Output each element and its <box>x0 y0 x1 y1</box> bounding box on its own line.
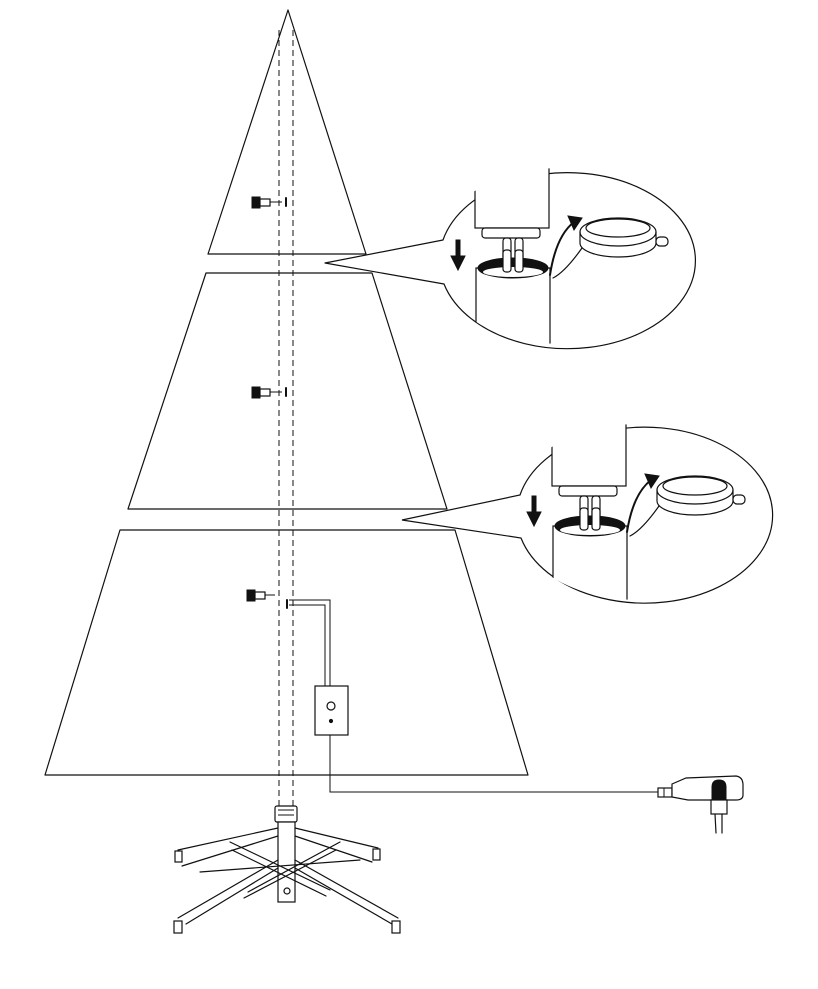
down-arrow-icon <box>526 495 542 528</box>
connector-cap-icon <box>656 475 746 516</box>
light-plug-icon <box>251 386 287 399</box>
tree-top-section <box>207 9 367 255</box>
down-arrow-icon <box>450 239 466 272</box>
light-plug-icon <box>251 196 287 209</box>
light-plug-icon <box>246 589 275 602</box>
controller-box-icon <box>314 685 349 736</box>
upper-connection-detail <box>324 168 696 350</box>
tree-middle-section <box>127 272 448 510</box>
controller-cable <box>289 599 660 793</box>
tree-bottom-section <box>44 529 529 776</box>
power-adapter-icon <box>657 775 744 834</box>
tree-stand-icon <box>173 805 401 934</box>
center-pole-guide <box>278 30 294 806</box>
lower-connection-detail <box>401 424 774 604</box>
